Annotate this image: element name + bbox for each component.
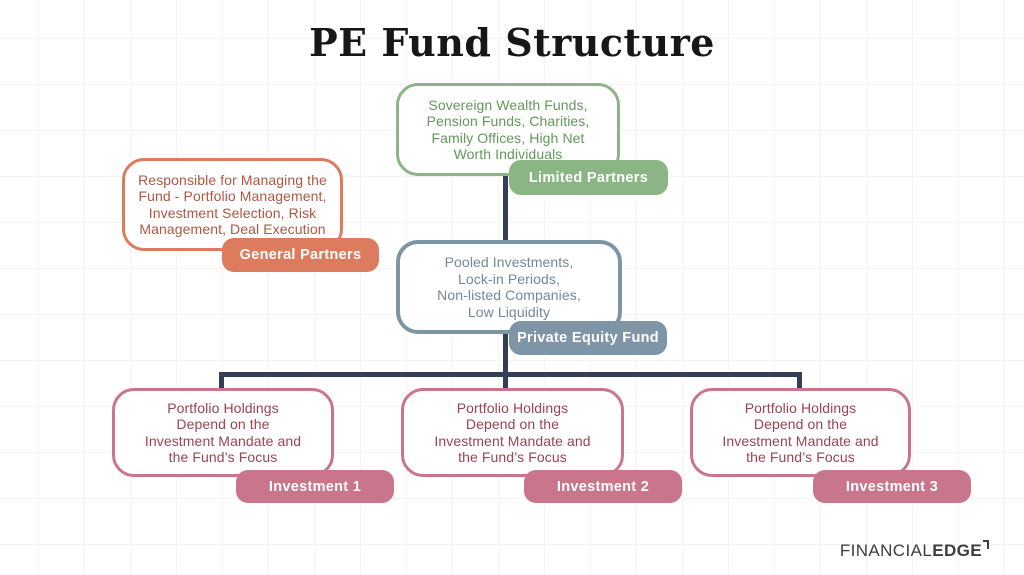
node-investment-1-description: Portfolio Holdings Depend on the Investm… xyxy=(144,399,302,466)
financial-edge-logo: FINANCIALEDGE xyxy=(840,540,989,561)
node-tag-investment-2: Investment 2 xyxy=(524,470,682,503)
node-tag-investment-1: Investment 1 xyxy=(236,470,394,503)
page-title: PE Fund Structure xyxy=(309,20,715,65)
node-private-equity-fund: Pooled Investments, Lock-in Periods, Non… xyxy=(396,240,622,334)
node-limited-partners: Sovereign Wealth Funds, Pension Funds, C… xyxy=(396,83,620,176)
connector-drop-investment-3 xyxy=(797,372,802,391)
connector-fund-to-investments xyxy=(503,331,508,391)
logo-text-edge: EDGE xyxy=(932,541,982,560)
node-investment-2: Portfolio Holdings Depend on the Investm… xyxy=(401,388,624,477)
node-limited-partners-description: Sovereign Wealth Funds, Pension Funds, C… xyxy=(426,96,590,163)
node-tag-private-equity-fund: Private Equity Fund xyxy=(509,321,667,355)
connector-drop-investment-1 xyxy=(219,372,224,391)
node-investment-1: Portfolio Holdings Depend on the Investm… xyxy=(112,388,334,477)
node-tag-limited-partners: Limited Partners xyxy=(509,160,668,195)
node-tag-general-partners: General Partners xyxy=(222,238,379,272)
node-investment-3: Portfolio Holdings Depend on the Investm… xyxy=(690,388,911,477)
node-investment-2-description: Portfolio Holdings Depend on the Investm… xyxy=(434,399,591,466)
node-investment-3-description: Portfolio Holdings Depend on the Investm… xyxy=(722,399,879,466)
node-general-partners-description: Responsible for Managing the Fund - Port… xyxy=(138,171,327,238)
connector-limited-partners-to-fund xyxy=(503,172,508,244)
node-private-equity-fund-description: Pooled Investments, Lock-in Periods, Non… xyxy=(437,254,581,320)
connector-horizontal-branch xyxy=(219,372,802,377)
logo-corner-icon xyxy=(983,540,989,549)
node-tag-investment-3: Investment 3 xyxy=(813,470,971,503)
logo-text-financial: FINANCIAL xyxy=(839,541,933,560)
